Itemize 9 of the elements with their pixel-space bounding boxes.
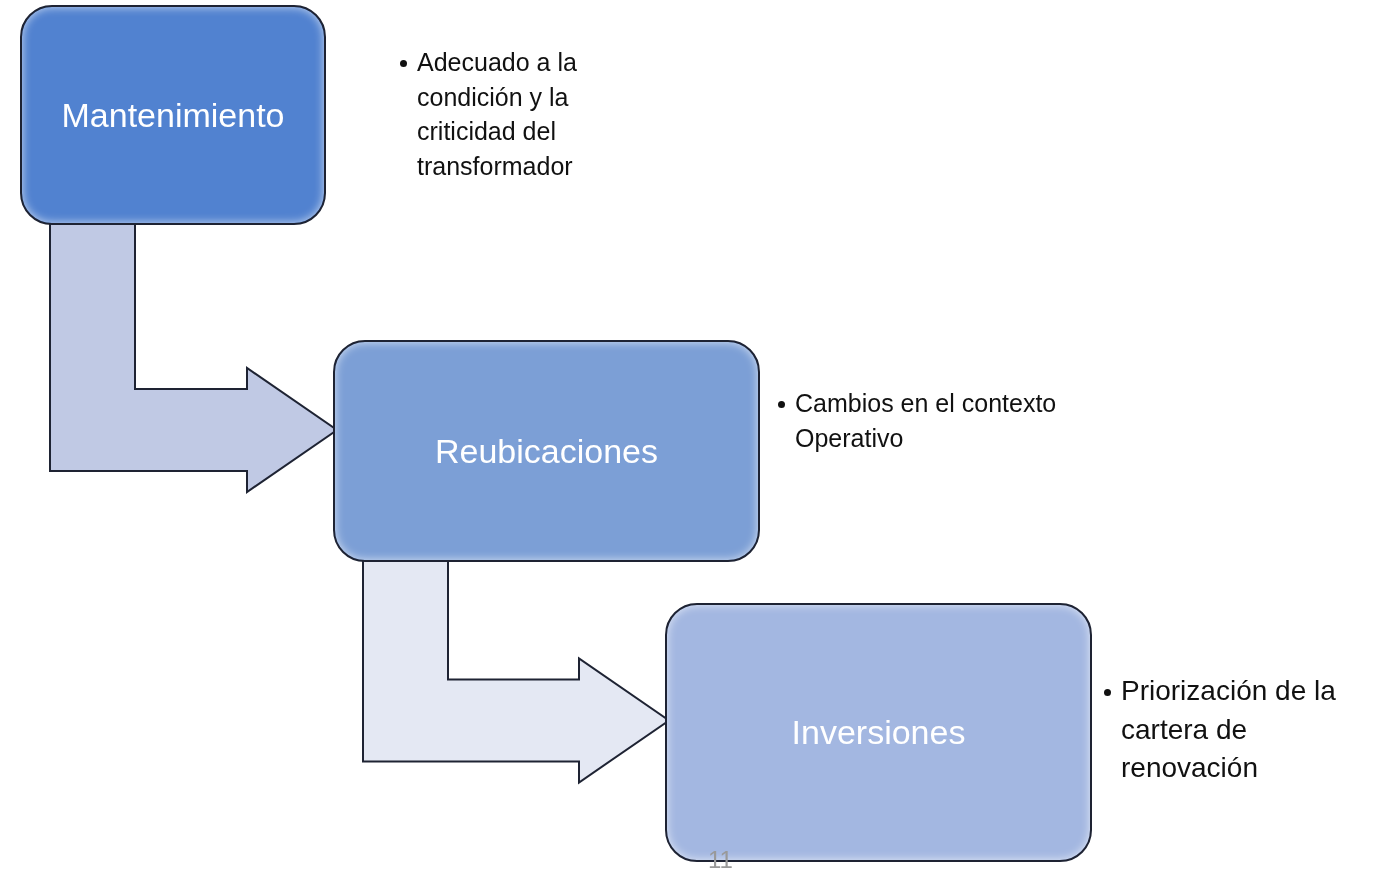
step-title: Inversiones [791,713,966,752]
page-number: 11 [708,846,733,874]
process-box [20,5,326,225]
bullet-text: Priorización de la cartera de renovación [1121,674,1337,786]
bullet-text: Adecuado a la condición y la criticidad del transformador [417,47,578,182]
process-box [333,340,760,562]
step-title: Reubicaciones [435,431,658,471]
bullet-text: Cambios en el contexto Operativo [795,388,1058,454]
step-title: Mantenimiento [61,95,285,135]
